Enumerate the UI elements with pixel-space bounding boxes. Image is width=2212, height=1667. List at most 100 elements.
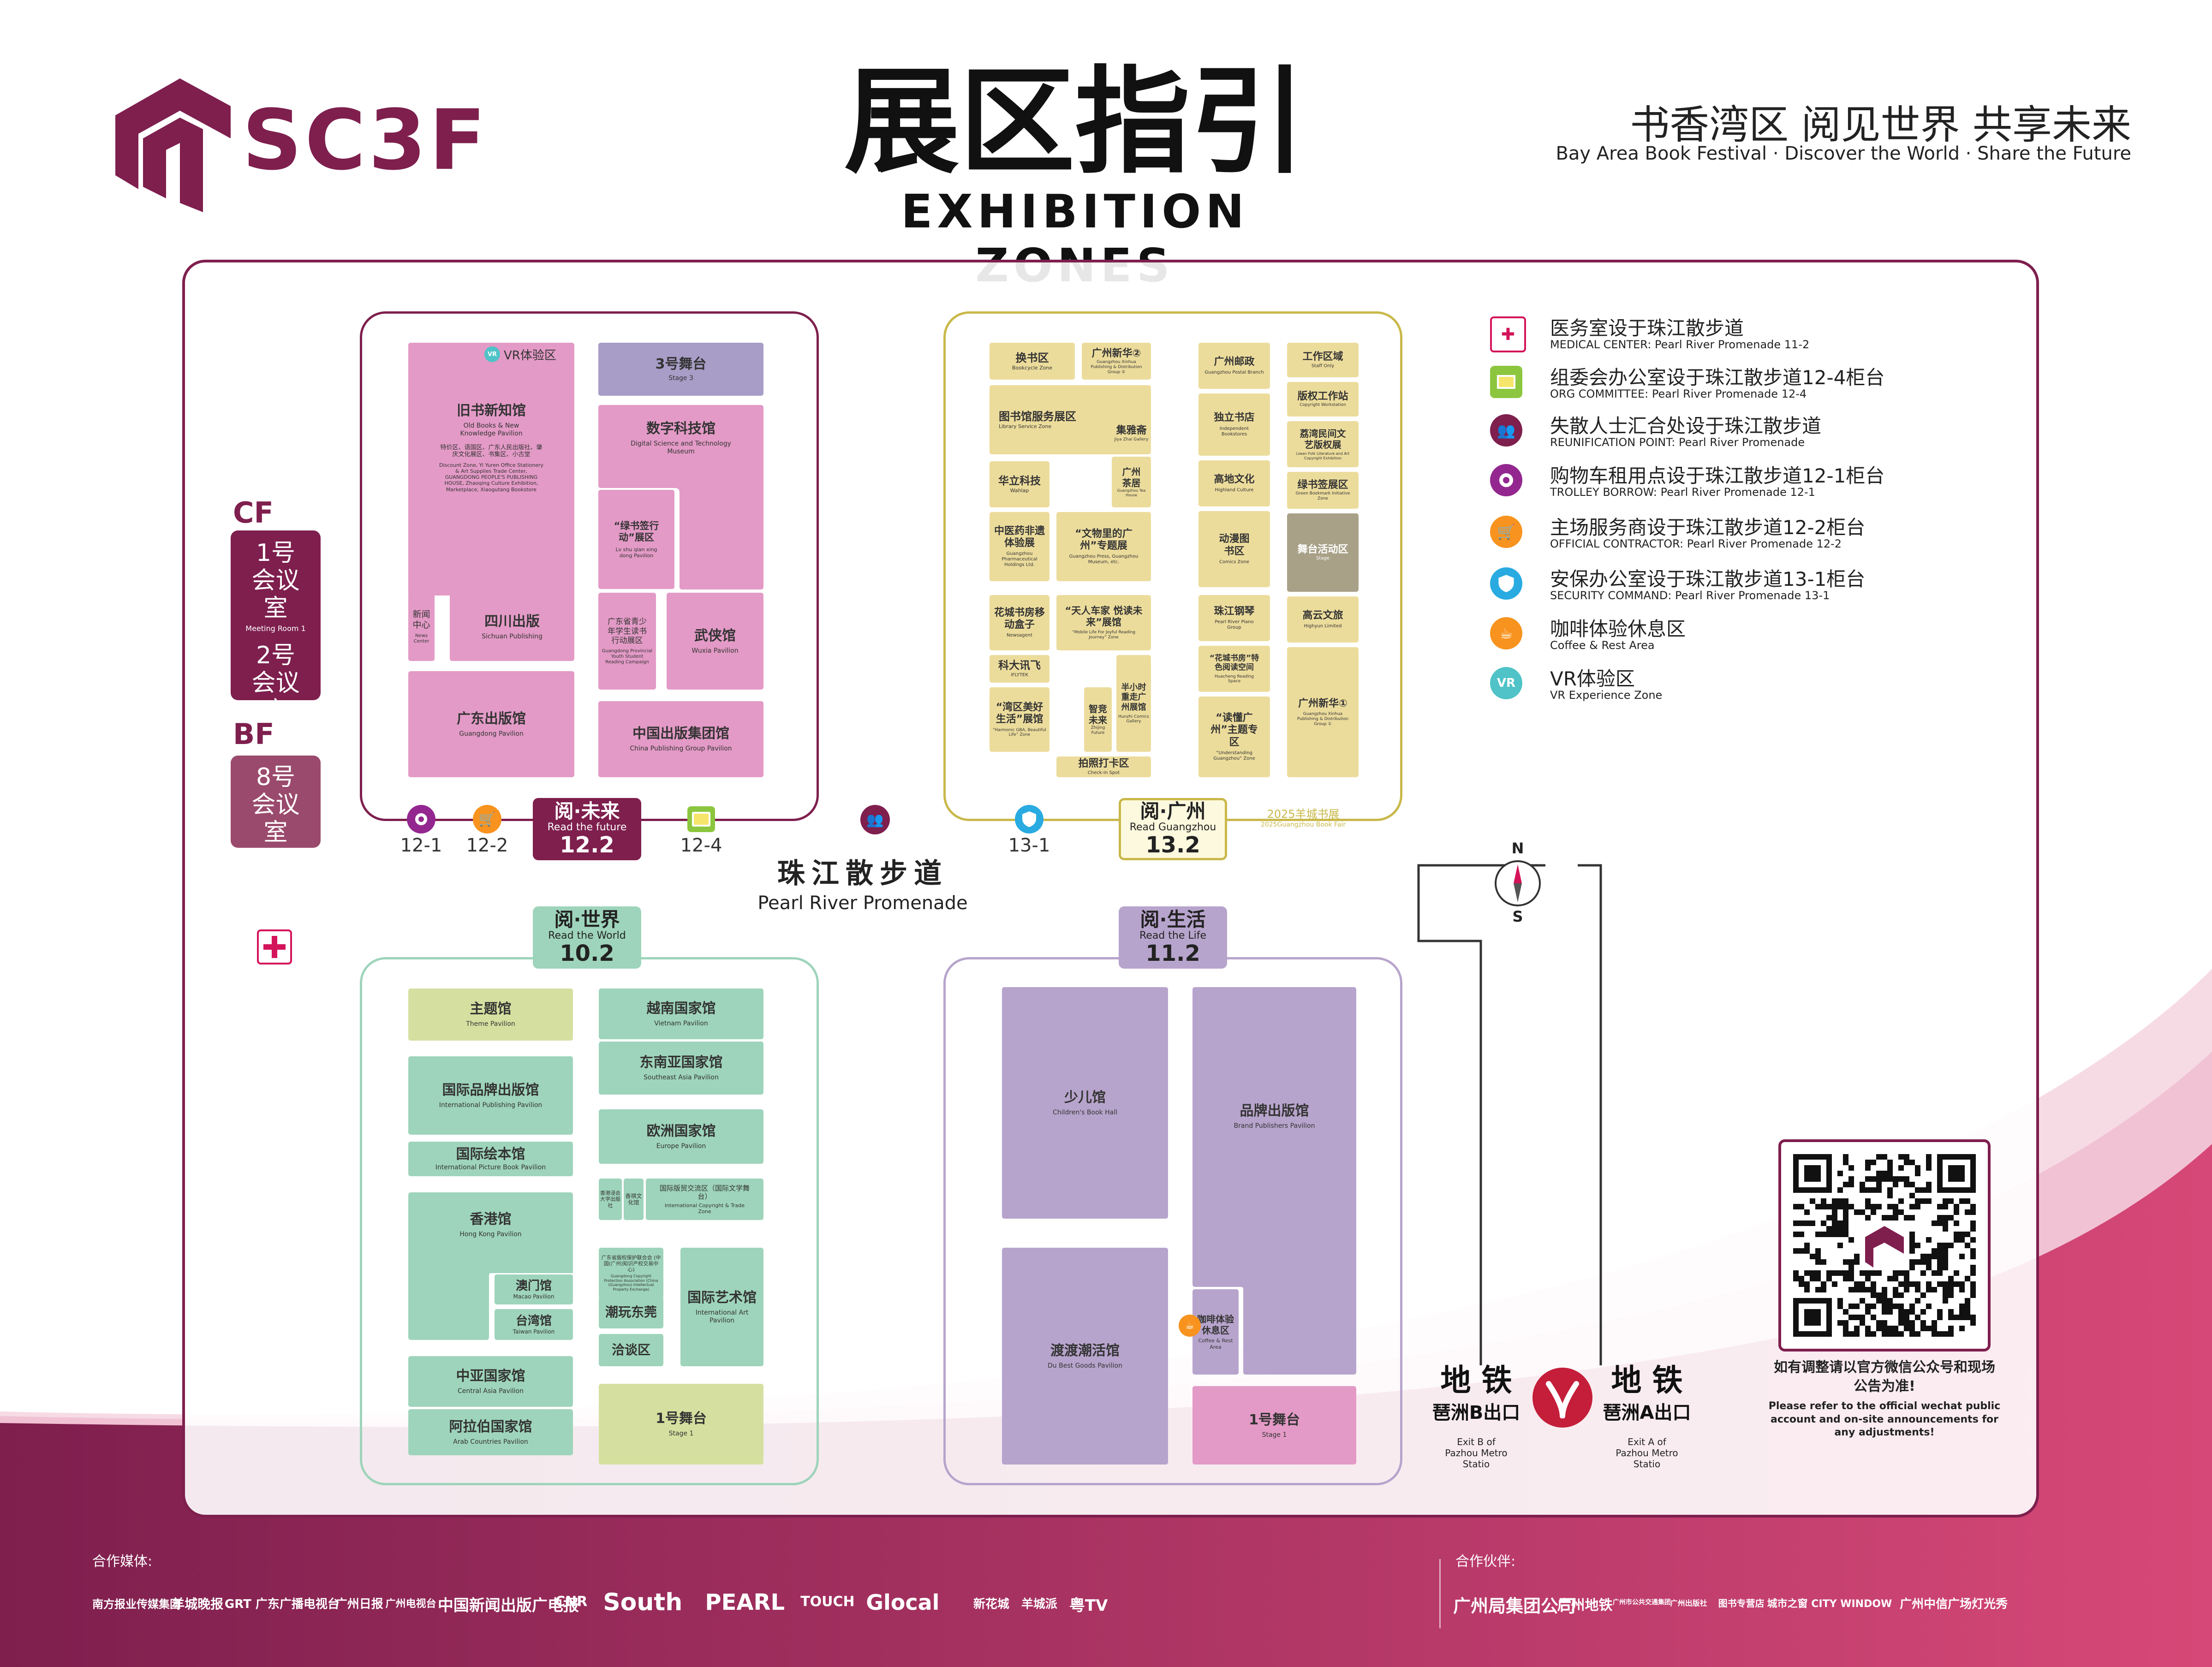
tcm-heritage[interactable]: 中医药非遗体验展 Guangzhou Pharmaceutical Holdin… (990, 512, 1049, 581)
zhijing-future[interactable]: 智竞未来 Zhijing Future (1084, 687, 1112, 752)
logo-mark-icon (115, 78, 231, 212)
southeast-asia-pavilion[interactable]: 东南亚国家馆 Southeast Asia Pavilion (599, 1042, 763, 1095)
meeting-room-1-2[interactable]: 1号会议室 Meeting Room 1 2号会议室 Meeting Room … (231, 530, 321, 736)
gd-copyright-association[interactable]: 广东省版权保护联合会 (中国(广州)知识产权交易中心) Guangdong Co… (599, 1248, 663, 1298)
children-book-hall[interactable]: 少儿馆 Children's Book Hall (1002, 987, 1168, 1219)
theme-pavilion[interactable]: 主题馆 Theme Pavilion (408, 988, 573, 1041)
liwan-folk-copyright[interactable]: 荔湾民间文艺版权展 Liwan Folk Literature and Art … (1287, 421, 1359, 467)
vr-icon: VR (1490, 667, 1522, 699)
legend-contractor: 🛒 主场服务商设于珠江散步道12-2柜台 OFFICIAL CONTRACTOR… (1490, 512, 2044, 554)
highyun-tourism[interactable]: 高云文旅 Highyun Limited (1287, 596, 1359, 643)
trolley-circle-icon (1490, 464, 1522, 496)
cart-icon[interactable]: 🛒 (473, 805, 501, 834)
footer-logo: 广州市公共交通集团 (1612, 1599, 1671, 1606)
legend-reunification: 👥 失散人士汇合处设于珠江散步道 REUNIFICATION POINT: Pe… (1490, 411, 2044, 452)
iflytek[interactable]: 科大讯飞 iFLYTEK (990, 655, 1049, 683)
copyright-workstation[interactable]: 版权工作站 Copyright Workstation (1287, 382, 1359, 417)
intl-publishing-pavilion[interactable]: 国际品牌出版馆 International Publishing Pavilio… (408, 1056, 573, 1135)
wuxia-pavilion[interactable]: 武侠馆 Wuxia Pavilion (667, 593, 763, 690)
stage-1-life[interactable]: 1号舞台 Stage 1 (1192, 1386, 1356, 1465)
negotiation-area[interactable]: 洽谈区 (599, 1334, 663, 1366)
gba-life-pavilion[interactable]: “湾区美好生活”展馆 “Harmonic GBA, Beautiful Life… (990, 687, 1049, 752)
understanding-gz-zone[interactable]: “读懂广州”主题专区 “Understanding Guangzhou” Zon… (1198, 697, 1270, 777)
brand-publishers-pavilion[interactable]: 品牌出版馆 Brand Publishers Pavilion (1234, 1102, 1315, 1130)
intl-copyright-trade[interactable]: 国际版贸交流区（国际文学舞台） International Copyright … (646, 1179, 763, 1220)
book-icon[interactable] (687, 806, 715, 832)
metro-exit-a[interactable]: 地 铁 琶洲A出口 Exit A of Pazhou Metro Statio (1603, 1363, 1691, 1470)
green-bookmark-zone[interactable]: “绿书签行动”展区 Lv shu qian xing dong Pavilion (598, 490, 674, 589)
coffee-rest-area[interactable]: 咖啡体验休息区 Coffee & Rest Area (1192, 1289, 1239, 1375)
arab-countries-pavilion[interactable]: 阿拉伯国家馆 Arab Countries Pavilion (408, 1409, 573, 1455)
vr-zone-tag[interactable]: VR VR体验区 (484, 345, 572, 363)
hk-baptist-press[interactable]: 香港浸会大学出版社 (599, 1179, 622, 1220)
coffee-icon[interactable]: ☕ (1179, 1315, 1201, 1337)
independent-bookstores[interactable]: 独立书店 Independent Bookstores (1198, 393, 1270, 456)
digital-pavilion[interactable]: 数字科技馆 Digital Science and Technology Mus… (631, 421, 731, 455)
divider-line (603, 1041, 759, 1042)
youth-reading-zone[interactable]: 广东省青少年学生读书行动展区 Guangdong Provincial Yout… (598, 593, 656, 690)
joyful-journey-zone[interactable]: “天人车家 悦读未来”展馆 “Mobile Life For Joyful Re… (1056, 595, 1151, 650)
shield-icon (1490, 567, 1522, 600)
coffee-icon: ☕ (1490, 617, 1522, 649)
legend-vr: VR VR体验区 VR Experience Zone (1490, 663, 2044, 705)
compass-icon (1495, 860, 1541, 906)
flower-book-box[interactable]: 花城书房移动盒子 Newsagent (990, 595, 1049, 650)
wahlap[interactable]: 华立科技 Wahlap (990, 461, 1049, 507)
zone-13-2-label[interactable]: 阅·广州 Read Guangzhou 13.2 (1119, 798, 1227, 860)
pearl-river-piano[interactable]: 珠江钢琴 Pearl River Piano Group (1198, 595, 1270, 641)
news-center[interactable]: 新闻中心 News Center (408, 593, 435, 661)
green-bookmark-initiative[interactable]: 绿书签展区 Green Bookmark Initiative Zone (1287, 472, 1359, 509)
check-in-spot[interactable]: 拍照打卡区 Check-in Spot (1056, 756, 1151, 777)
xinhua-2[interactable]: 广州新华② Guangzhou Xinhua Publishing & Dist… (1082, 343, 1151, 380)
highland-culture[interactable]: 高地文化 Highland Culture (1198, 460, 1270, 506)
stage-activity-area[interactable]: 舞台活动区 Stage (1287, 513, 1359, 592)
trolley-circle-icon[interactable] (407, 805, 435, 834)
europe-pavilion[interactable]: 欧洲国家馆 Europe Pavilion (599, 1109, 763, 1164)
partner-logos: 广州局集团公司广州地铁广州市公共交通集团广州出版社图书专营店城市之窗 CITY … (1453, 1580, 2191, 1621)
xinhua-1[interactable]: 广州新华① Guangzhou Xinhua Publishing & Dist… (1287, 647, 1359, 777)
huacheng-reading-space[interactable]: “花城书房”特色阅读空间 Huacheng Reading Space (1198, 646, 1270, 692)
jiya-gallery[interactable]: 集雅斋 Jiya Zhai Gallery (1112, 415, 1151, 452)
stage-1-world[interactable]: 1号舞台 Stage 1 (599, 1384, 763, 1465)
guangzhou-postal[interactable]: 广州邮政 Guangzhou Postal Branch (1198, 343, 1270, 389)
bookcycle-zone[interactable]: 换书区 Bookcycle Zone (990, 343, 1075, 380)
intl-picture-book-pavilion[interactable]: 国际绘本馆 International Picture Book Pavilio… (408, 1142, 573, 1176)
shield-icon[interactable] (1015, 805, 1043, 834)
sichuan-publishing[interactable]: 四川出版 Sichuan Publishing (450, 593, 574, 661)
zone-11-2-label[interactable]: 阅·生活 Read the Life 11.2 (1119, 906, 1227, 969)
footer-logo: 南方报业传媒集团 (92, 1598, 181, 1611)
china-publishing-pavilion[interactable]: 中国出版集团馆 China Publishing Group Pavilion (598, 701, 763, 777)
zone-12-2-label[interactable]: 阅·未来 Read the future 12.2 (533, 798, 641, 860)
qr-notice-en: Please refer to the official wechat publ… (1768, 1400, 2001, 1439)
people-icon[interactable]: 👥 (860, 805, 890, 834)
zone-10-2-label[interactable]: 阅·世界 Read the World 10.2 (533, 906, 641, 969)
gz-tea-house[interactable]: 广州茶居 Guangzhou Tea House (1112, 457, 1151, 507)
legend-coffee: ☕ 咖啡体验休息区 Coffee & Rest Area (1490, 613, 2044, 655)
intl-art-pavilion[interactable]: 国际艺术馆 International Art Pavilion (680, 1248, 763, 1366)
qr-code[interactable] (1778, 1139, 1991, 1351)
comics-zone[interactable]: 动漫图书区 Comics Zone (1198, 511, 1270, 587)
vr-icon: VR (484, 346, 500, 362)
hong-kong-pavilion[interactable]: 香港馆 Hong Kong Pavilion (459, 1211, 522, 1238)
hunzhi-comics[interactable]: 半小时重走广州展馆 Hunzhi Comics Gallery (1116, 655, 1151, 752)
central-asia-pavilion[interactable]: 中亚国家馆 Central Asia Pavilion (408, 1356, 573, 1407)
meeting-room-8[interactable]: 8号会议室 Meeting Room 8 (231, 756, 321, 857)
old-books-pavilion[interactable]: 旧书新知馆 Old Books & New Knowledge Pavilion… (408, 343, 574, 595)
guangdong-pavilion[interactable]: 广东出版馆 Guangdong Pavilion (408, 671, 574, 777)
guqi-culture[interactable]: 香祺文化馆 (624, 1179, 644, 1220)
staff-only[interactable]: 工作区域 Staff Only (1287, 343, 1359, 377)
du-best-goods-pavilion[interactable]: 渡渡潮活馆 Du Best Goods Pavilion (1002, 1248, 1168, 1465)
metro-exit-b[interactable]: 地 铁 琶洲B出口 Exit B of Pazhou Metro Statio (1432, 1363, 1520, 1470)
chaowan-dongguan[interactable]: 潮玩东莞 (599, 1296, 663, 1328)
legend-trolley: 购物车租用点设于珠江散步道12-1柜台 TROLLEY BORROW: Pear… (1490, 460, 2044, 502)
taiwan-pavilion[interactable]: 台湾馆 Taiwan Pavilion (495, 1309, 573, 1340)
gz-in-relics[interactable]: “文物里的广州”专题展 Guangzhou Press, Guangzhou M… (1056, 512, 1151, 581)
meeting-room-8-label: 8号会议室 (251, 763, 300, 846)
macao-pavilion[interactable]: 澳门馆 Macao Pavilion (495, 1274, 573, 1304)
footer-logo: Glocal (866, 1590, 940, 1615)
footer-logo: 羊城派 (1021, 1597, 1057, 1611)
vietnam-pavilion[interactable]: 越南国家馆 Vietnam Pavilion (599, 988, 763, 1039)
stage-3[interactable]: 3号舞台 Stage 3 (598, 343, 763, 396)
legend-medical: ✚ 医务室设于珠江散步道 MEDICAL CENTER: Pearl River… (1490, 313, 2044, 354)
